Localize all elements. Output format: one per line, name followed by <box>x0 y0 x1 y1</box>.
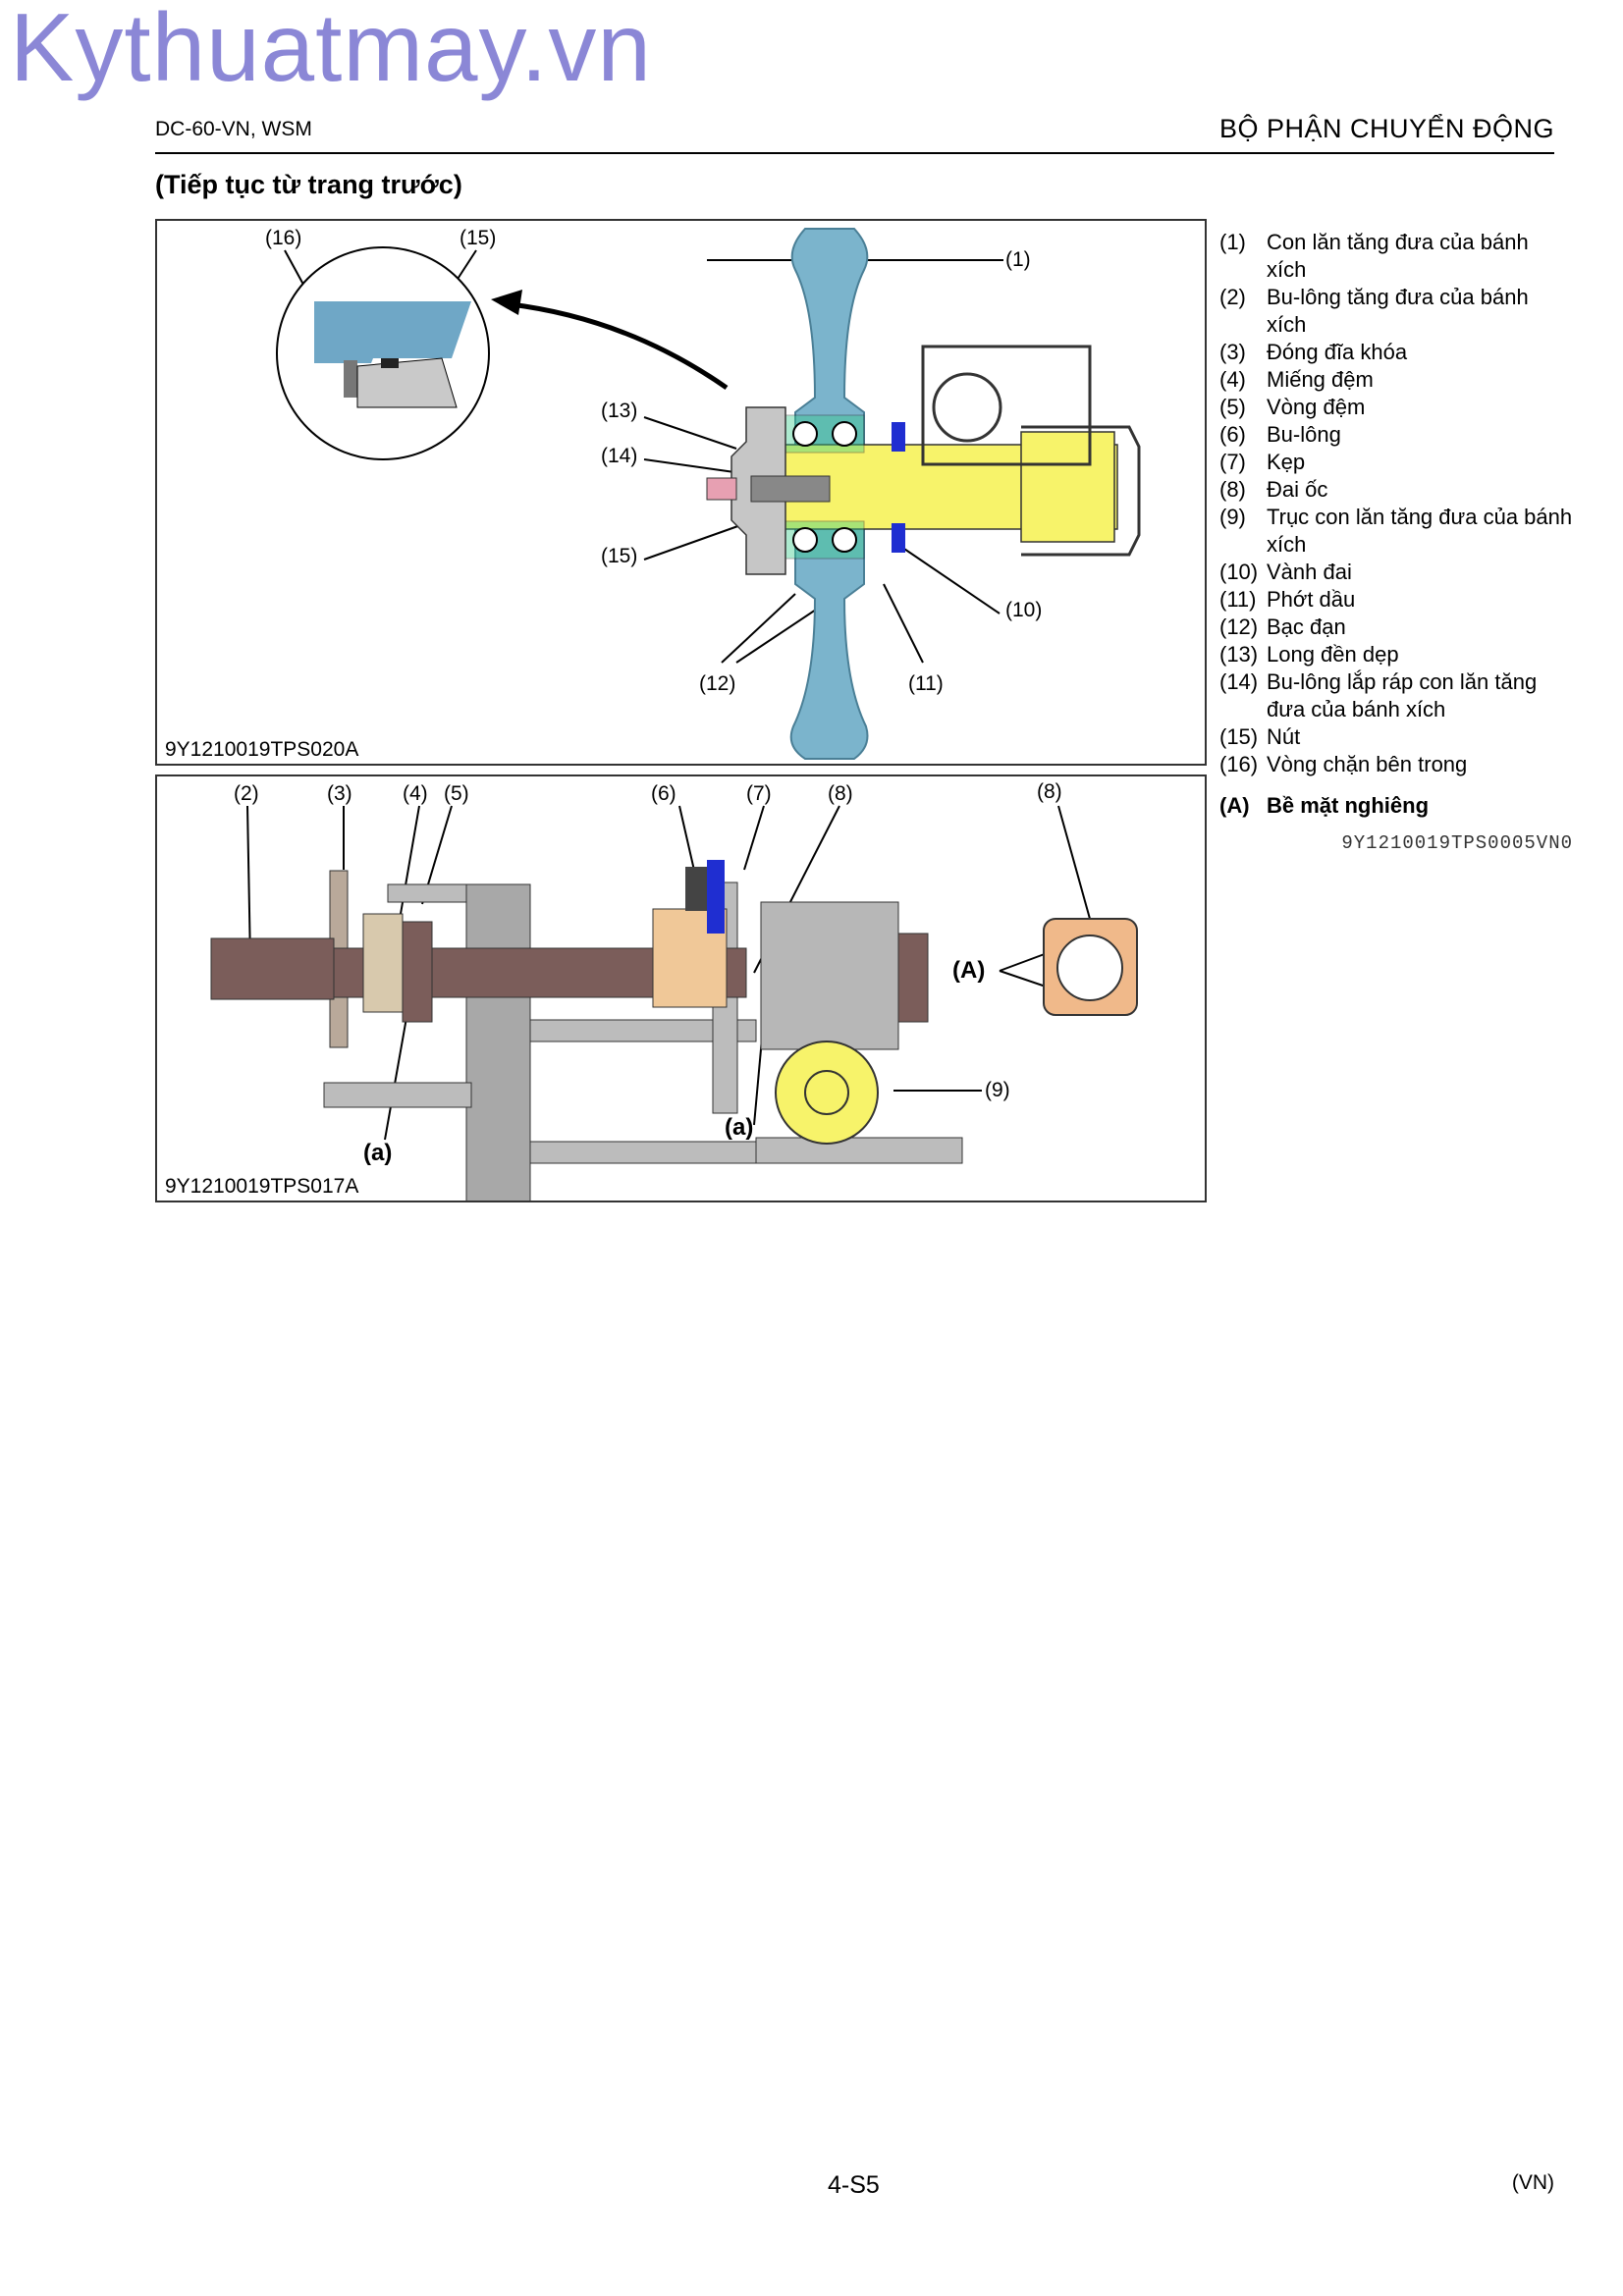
figure-1-callout-14: (14) <box>601 445 638 467</box>
legend-item-num: (7) <box>1219 450 1246 474</box>
disassembly-tool-figure: (2) (3) (4) (5) (6) (7) (8) (8) (A) (9) … <box>155 774 1207 1202</box>
figure-2-callout-2: (2) <box>234 782 259 805</box>
disassembly-tool-drawing <box>210 805 1138 1201</box>
legend-item-num: (14) <box>1219 669 1259 694</box>
legend-item-num: (4) <box>1219 367 1246 392</box>
figure-1-code: 9Y1210019TPS020A <box>165 738 359 761</box>
idler-cross-section-drawing <box>276 228 1141 760</box>
legend-item-num: (2) <box>1219 285 1246 309</box>
figure-2-callout-a-left: (a) <box>363 1140 393 1166</box>
legend-item-num: (13) <box>1219 642 1259 667</box>
legend-item: (10) Vành đai <box>1219 559 1573 586</box>
legend-item-num: (1) <box>1219 230 1246 254</box>
legend-item-num: (9) <box>1219 505 1246 529</box>
figure-2-code: 9Y1210019TPS017A <box>165 1175 359 1198</box>
legend-item: (5) Vòng đệm <box>1219 394 1573 421</box>
legend-item-text: Bu-lông lắp ráp con lăn tăng đưa của bán… <box>1267 669 1538 721</box>
legend-item-text: Bu-lông tăng đưa của bánh xích <box>1267 285 1529 337</box>
legend-item-num: (10) <box>1219 560 1259 584</box>
figure-1-callout-15: (15) <box>601 545 638 567</box>
legend-item: (13) Long đền dẹp <box>1219 641 1573 668</box>
legend-item: (15) Nút <box>1219 723 1573 751</box>
figure-1-callout-12: (12) <box>699 672 736 695</box>
legend-item-a: (A) Bề mặt nghiêng <box>1219 792 1573 820</box>
idler-cross-section-figure: (16) (15) (1) (13) (14) (15) (10) (12) (… <box>155 219 1207 766</box>
legend-item-num: (5) <box>1219 395 1246 419</box>
legend-item: (16) Vòng chặn bên trong <box>1219 751 1573 778</box>
legend-item: (8) Đai ốc <box>1219 476 1573 504</box>
legend-item-text: Nút <box>1267 724 1301 749</box>
figure-1-callout-10: (10) <box>1005 599 1043 621</box>
legend-item-text: Đai ốc <box>1267 477 1328 502</box>
legend-item: (3) Đóng đĩa khóa <box>1219 339 1573 366</box>
header-divider <box>155 152 1554 154</box>
legend-item: (4) Miếng đệm <box>1219 366 1573 394</box>
legend-code: 9Y1210019TPS0005VN0 <box>1341 832 1573 854</box>
legend-item-num: (12) <box>1219 614 1259 639</box>
figure-1-callout-15-top: (15) <box>460 227 497 249</box>
legend-item: (6) Bu-lông <box>1219 421 1573 449</box>
legend-item-text: Bạc đạn <box>1267 614 1346 639</box>
section-title: BỘ PHẬN CHUYỂN ĐỘNG <box>1218 114 1554 143</box>
legend-item-text: Vòng đệm <box>1267 395 1366 419</box>
figure-2-callout-5: (5) <box>444 782 469 805</box>
legend-item: (9) Trục con lăn tăng đưa của bánh xích <box>1219 504 1573 559</box>
document-code: DC-60-VN, WSM <box>155 118 312 140</box>
legend-item-text: Vành đai <box>1267 560 1352 584</box>
legend-item-text: Long đền dẹp <box>1267 642 1399 667</box>
legend-item: (11) Phớt dầu <box>1219 586 1573 614</box>
legend-item-num: (3) <box>1219 340 1246 364</box>
legend-item-num: (6) <box>1219 422 1246 447</box>
legend-item-text: Vòng chặn bên trong <box>1267 752 1468 776</box>
figure-2-callout-7: (7) <box>746 782 772 805</box>
figure-1-callout-1: (1) <box>1005 248 1031 271</box>
continued-heading: (Tiếp tục từ trang trước) <box>155 170 462 199</box>
legend-a-text: Bề mặt nghiêng <box>1267 793 1430 818</box>
parts-legend: (1) Con lăn tăng đưa của bánh xích (2) Bu-l… <box>1219 229 1573 857</box>
figure-2-callout-8: (8) <box>828 782 853 805</box>
figure-2-callout-a-right: (a) <box>725 1114 754 1141</box>
legend-item-text: Bu-lông <box>1267 422 1341 447</box>
legend-item-num: (8) <box>1219 477 1246 502</box>
legend-item-num: (11) <box>1219 587 1257 612</box>
page-number: 4-S5 <box>828 2171 880 2199</box>
legend-item-num: (16) <box>1219 752 1259 776</box>
figure-2-callout-3: (3) <box>327 782 352 805</box>
legend-item-text: Miếng đệm <box>1267 367 1374 392</box>
figure-2-callout-a-surface: (A) <box>952 957 986 984</box>
site-watermark: Kythuatmay.vn <box>10 0 652 101</box>
figure-2-callout-6: (6) <box>651 782 676 805</box>
figure-2-callout-9: (9) <box>985 1079 1010 1101</box>
legend-item-text: Đóng đĩa khóa <box>1267 340 1408 364</box>
language-tag: (VN) <box>1511 2171 1554 2194</box>
legend-item: (2) Bu-lông tăng đưa của bánh xích <box>1219 284 1573 339</box>
legend-a-num: (A) <box>1219 793 1250 818</box>
legend-item: (12) Bạc đạn <box>1219 614 1573 641</box>
figure-1-callout-16: (16) <box>265 227 302 249</box>
legend-item: (7) Kẹp <box>1219 449 1573 476</box>
legend-item-text: Kẹp <box>1267 450 1306 474</box>
figure-2-callout-8-right: (8) <box>1037 780 1062 803</box>
legend-item-text: Trục con lăn tăng đưa của bánh xích <box>1267 505 1573 557</box>
legend-item-num: (15) <box>1219 724 1259 749</box>
legend-list: (1) Con lăn tăng đưa của bánh xích (2) Bu-l… <box>1219 229 1573 778</box>
legend-item-text: Con lăn tăng đưa của bánh xích <box>1267 230 1529 282</box>
figure-1-callout-13: (13) <box>601 400 638 422</box>
legend-item-text: Phớt dầu <box>1267 587 1356 612</box>
legend-item: (14) Bu-lông lắp ráp con lăn tăng đưa của… <box>1219 668 1573 723</box>
figure-2-callout-4: (4) <box>403 782 428 805</box>
figure-1-callout-11: (11) <box>908 672 944 695</box>
legend-item: (1) Con lăn tăng đưa của bánh xích <box>1219 229 1573 284</box>
